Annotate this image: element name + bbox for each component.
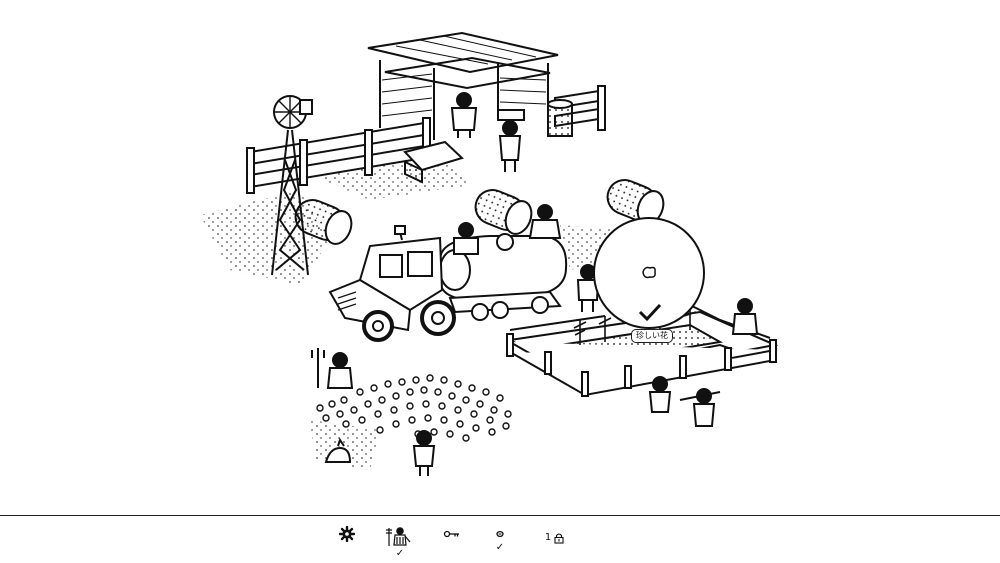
target-bar: ✓ ✓ 1 [0, 516, 1000, 563]
remaining-count[interactable]: 1 [537, 530, 573, 546]
target-coin-check: ✓ [495, 542, 505, 553]
windmill [271, 95, 313, 276]
villager-tractor-driver[interactable] [453, 222, 479, 255]
found-item-label: 珍しい花 [631, 329, 673, 343]
villager-with-rake[interactable] [679, 388, 721, 427]
tractor [328, 225, 568, 342]
shed [367, 31, 559, 140]
found-item-magnifier [593, 217, 705, 329]
lock-icon [554, 533, 564, 544]
flower-field [316, 374, 512, 442]
rare-flower-icon [642, 266, 656, 279]
target-farmer-check: ✓ [395, 548, 405, 559]
villager-carrying-hay[interactable] [497, 109, 525, 172]
villager-sprayer[interactable] [576, 264, 600, 312]
farmer-with-rake-icon [386, 527, 411, 546]
villagers[interactable] [311, 92, 759, 476]
coin-icon [496, 530, 504, 538]
gear-icon [339, 526, 355, 542]
hay-bales [294, 99, 665, 245]
villager-garden-right[interactable] [731, 298, 759, 335]
key-icon [443, 530, 459, 538]
bottom-divider [0, 515, 1000, 516]
target-coin[interactable]: ✓ [482, 526, 518, 560]
villager-sitting[interactable] [528, 204, 562, 239]
found-check-icon [638, 303, 662, 322]
target-key[interactable] [434, 526, 470, 560]
target-farmer[interactable]: ✓ [382, 526, 418, 560]
remaining-count-number: 1 [544, 532, 552, 543]
villager-garden-bottom[interactable] [648, 376, 672, 413]
villager-shed[interactable] [450, 92, 478, 138]
villager-striped[interactable] [412, 430, 436, 476]
farm-scene[interactable] [0, 0, 1000, 512]
settings-button[interactable] [329, 526, 365, 560]
cat[interactable] [324, 437, 352, 463]
villager-with-pitchfork[interactable] [311, 348, 354, 389]
